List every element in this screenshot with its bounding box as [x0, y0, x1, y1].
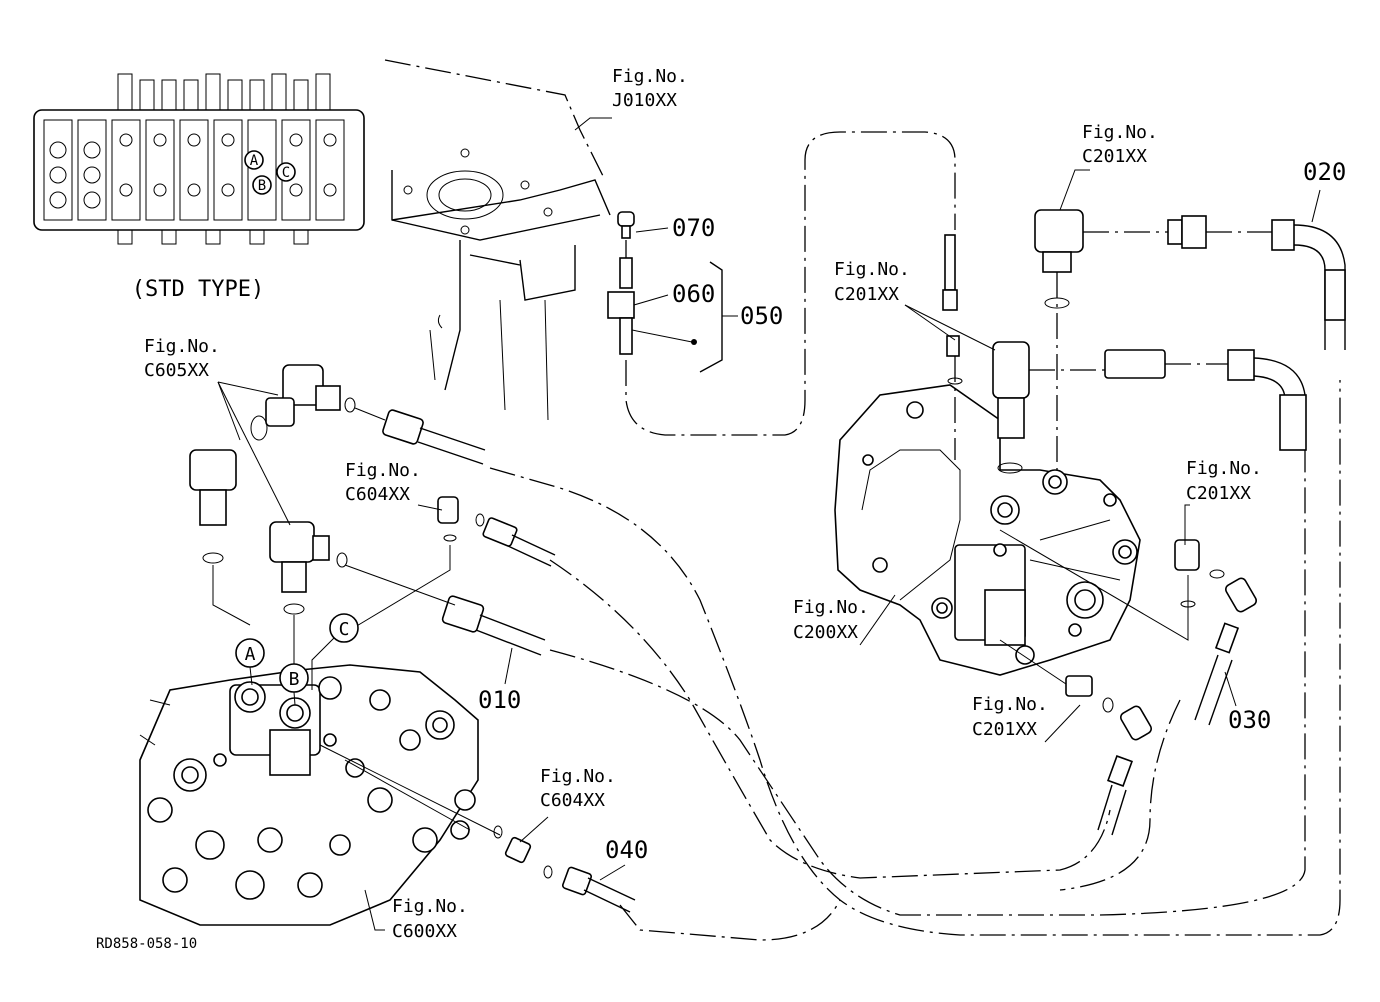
svg-text:C604XX: C604XX [540, 790, 605, 811]
svg-text:Fig.No.: Fig.No. [144, 336, 220, 357]
inset-caption: (STD TYPE) [132, 277, 264, 302]
svg-text:Fig.No.: Fig.No. [392, 896, 468, 917]
svg-text:J010XX: J010XX [612, 90, 677, 111]
hose-040: 040 [562, 836, 648, 913]
part-number-040: 040 [605, 836, 648, 864]
figref-c604xx-top: Fig.No. C604XX [345, 460, 421, 505]
inset-std-type-valve: A B C (STD TYPE) [33, 73, 365, 302]
part-number-050: 050 [740, 302, 783, 330]
part-number-020: 020 [1303, 158, 1346, 186]
part-number-070: 070 [672, 214, 715, 242]
svg-text:Fig.No.: Fig.No. [612, 66, 688, 87]
hose-010: 010 [382, 409, 546, 714]
hose-030: 030 [1097, 622, 1271, 836]
svg-text:B: B [258, 178, 266, 194]
inset-marker-b: B [252, 175, 272, 195]
hose-routing [489, 131, 1341, 941]
svg-text:Fig.No.: Fig.No. [1082, 122, 1158, 143]
hose-020: 020 [1271, 158, 1346, 350]
hose-pilot-c604 [482, 517, 556, 567]
svg-text:C201XX: C201XX [1082, 146, 1147, 167]
figref-c201xx-mid: Fig.No. C201XX [834, 259, 910, 305]
svg-text:Fig.No.: Fig.No. [345, 460, 421, 481]
svg-text:C604XX: C604XX [345, 484, 410, 505]
svg-text:Fig.No.: Fig.No. [540, 766, 616, 787]
pressure-switch-assembly-050 [607, 211, 738, 373]
figref-c201xx-bottom: Fig.No. C201XX [972, 694, 1048, 740]
svg-text:C201XX: C201XX [972, 719, 1037, 740]
svg-text:C201XX: C201XX [1186, 483, 1251, 504]
figref-c604xx-bottom: Fig.No. C604XX [540, 766, 616, 811]
svg-text:C: C [282, 165, 290, 181]
valve-pressure-switches [189, 364, 553, 879]
figref-c201xx-right: Fig.No. C201XX [1186, 458, 1262, 504]
marker-a: A [235, 638, 265, 686]
marker-b: B [279, 663, 309, 706]
figref-c605xx: Fig.No. C605XX [144, 336, 220, 381]
svg-text:Fig.No.: Fig.No. [1186, 458, 1262, 479]
part-number-010: 010 [478, 686, 521, 714]
svg-text:A: A [250, 153, 259, 169]
part-number-030: 030 [1228, 706, 1271, 734]
control-valve [139, 664, 479, 926]
inset-marker-a: A [244, 150, 264, 170]
frame-bracket [384, 59, 611, 421]
svg-text:C605XX: C605XX [144, 360, 209, 381]
drawing-code: RD858-058-10 [96, 936, 197, 952]
figref-c600xx: Fig.No. C600XX [392, 896, 468, 942]
leader-lines [217, 117, 1190, 931]
part-number-060: 060 [672, 280, 715, 308]
figref-j010xx: Fig.No. J010XX [612, 66, 688, 111]
svg-text:B: B [289, 669, 300, 690]
marker-c: C [311, 613, 359, 690]
pump-pressure-sensors [942, 209, 1307, 741]
inset-marker-c: C [276, 162, 296, 182]
figref-c200xx: Fig.No. C200XX [793, 597, 869, 643]
svg-text:A: A [245, 644, 256, 665]
svg-text:C: C [339, 619, 350, 640]
svg-text:Fig.No.: Fig.No. [834, 259, 910, 280]
svg-text:Fig.No.: Fig.No. [793, 597, 869, 618]
svg-text:Fig.No.: Fig.No. [972, 694, 1048, 715]
svg-text:C600XX: C600XX [392, 921, 457, 942]
svg-text:C201XX: C201XX [834, 284, 899, 305]
figref-c201xx-top: Fig.No. C201XX [1082, 122, 1158, 167]
hydraulic-pump [834, 384, 1141, 676]
svg-text:C200XX: C200XX [793, 622, 858, 643]
